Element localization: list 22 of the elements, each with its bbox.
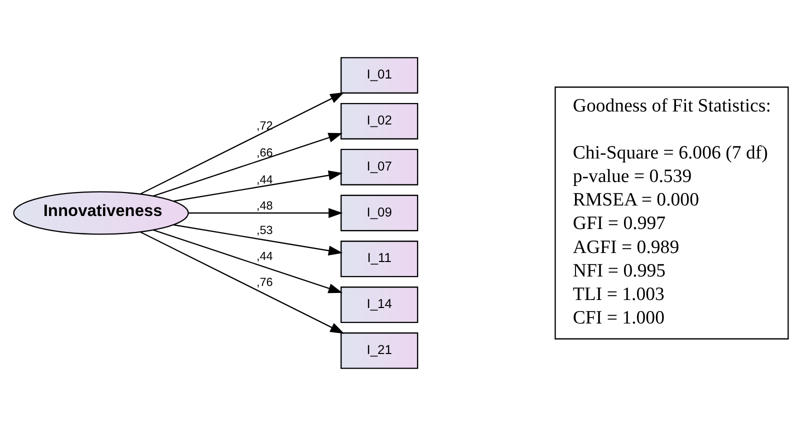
node-box: I_09 bbox=[340, 194, 418, 232]
node-ellipse: Innovativeness bbox=[13, 191, 189, 235]
node-box: I_07 bbox=[340, 148, 418, 186]
node-box: I_02 bbox=[340, 103, 418, 140]
node-box: I_11 bbox=[340, 240, 418, 278]
node-box: Goodness of Fit Statistics: Chi-Square = 6.006 (7 df) p-value = 0.539 RMSEA = 0.000 GFI = 0.997 AGFI = 0.989 NFI = 0.995 TLI = 1.003 CFI = 1.000 bbox=[554, 86, 789, 340]
arrow bbox=[153, 229, 343, 294]
edge-label: ,44 bbox=[256, 174, 273, 187]
edge-label: ,48 bbox=[256, 199, 273, 212]
edge-label: ,66 bbox=[256, 146, 273, 160]
edge-label: ,53 bbox=[256, 224, 273, 238]
arrow bbox=[174, 224, 343, 256]
edge-label: ,76 bbox=[256, 276, 273, 289]
arrow bbox=[174, 170, 343, 202]
node-box: I_14 bbox=[340, 286, 418, 323]
arrow bbox=[153, 132, 343, 197]
node-box: I_01 bbox=[340, 57, 418, 94]
node-box: I_21 bbox=[340, 332, 418, 369]
arrow bbox=[188, 208, 343, 218]
arrow bbox=[140, 92, 344, 194]
arrow bbox=[140, 232, 344, 334]
edge-label: ,44 bbox=[256, 250, 273, 264]
